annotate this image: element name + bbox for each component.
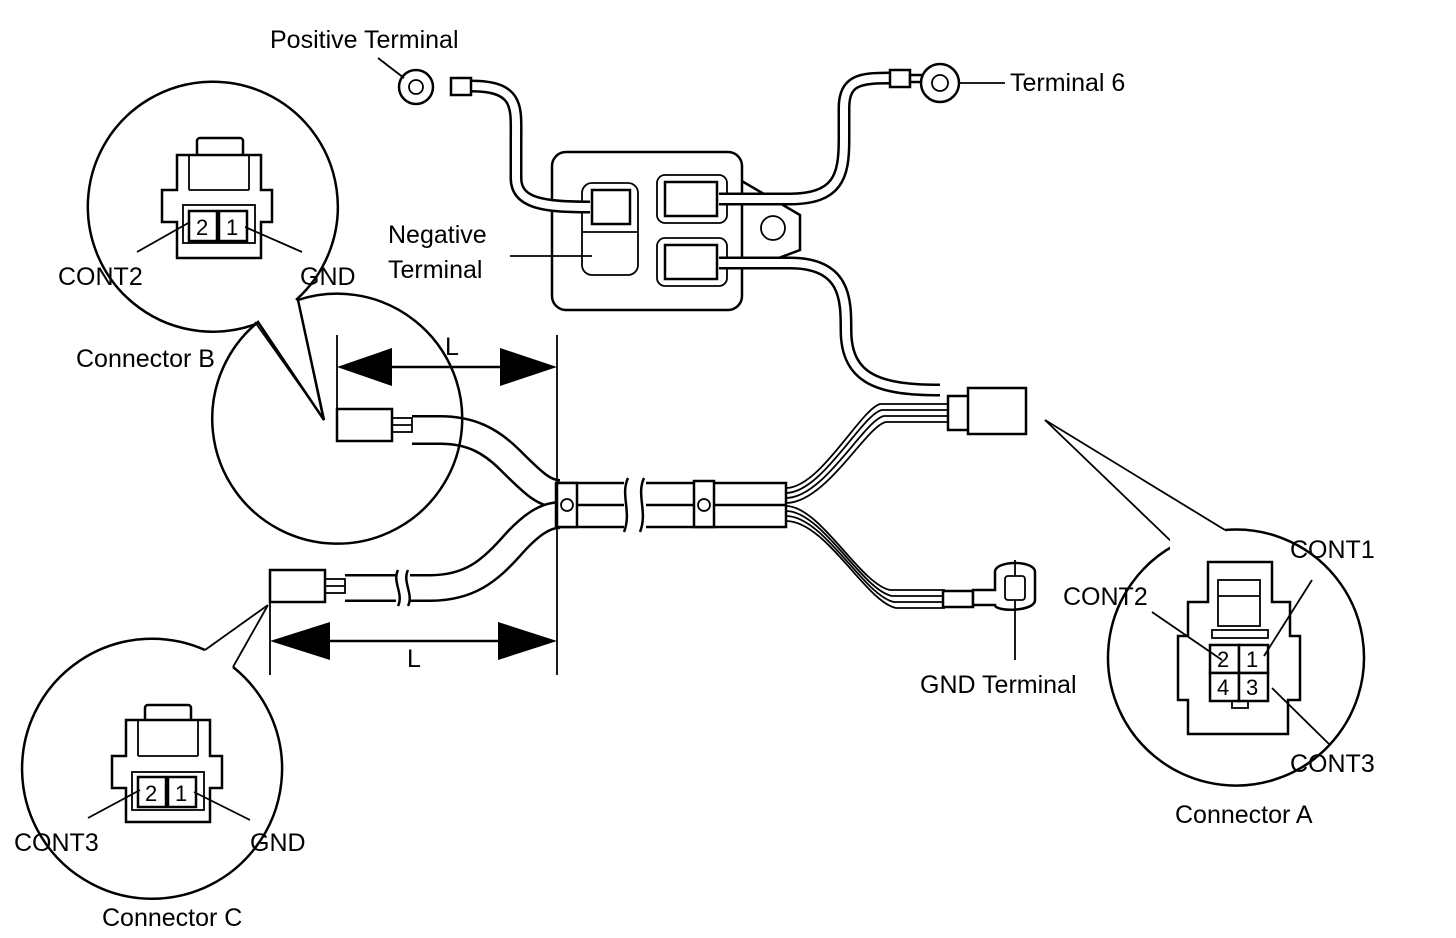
harness-trunk <box>345 415 788 607</box>
connector-c-callout <box>20 604 284 900</box>
connector-c-name: Connector C <box>102 904 242 932</box>
connector-b-gnd-label: GND <box>300 263 356 291</box>
connector-a-pin-1: 1 <box>1246 647 1258 672</box>
connector-a-pin-2: 2 <box>1217 647 1229 672</box>
connector-b-pin-1: 1 <box>226 215 238 240</box>
connector-c-pin-2: 2 <box>145 781 157 806</box>
connector-c-cont3-label: CONT3 <box>14 829 99 857</box>
negative-terminal-label-line2: Terminal <box>388 256 482 284</box>
main-wire <box>719 256 941 397</box>
connector-c-gnd-label: GND <box>250 829 306 857</box>
connector-a-cont3-label: CONT3 <box>1290 750 1375 778</box>
dimension-top <box>336 335 558 675</box>
fanout-wires-lower <box>785 505 945 609</box>
connector-c-pin-1: 1 <box>175 781 187 806</box>
fanout-wires-upper <box>785 403 950 504</box>
terminal-6-wire <box>719 62 961 206</box>
connector-a-pin-3: 3 <box>1246 675 1258 700</box>
negative-terminal-label-line1: Negative <box>388 221 487 249</box>
gnd-terminal-lug <box>941 560 1037 611</box>
connector-b-name: Connector B <box>76 345 215 373</box>
connector-b-cont2-label: CONT2 <box>58 263 143 291</box>
terminal-6-label: Terminal 6 <box>1010 69 1125 97</box>
gnd-terminal-label: GND Terminal <box>920 671 1077 699</box>
connector-a-pin-4: 4 <box>1217 675 1229 700</box>
connector-a-cont2-label: CONT2 <box>1063 583 1148 611</box>
connector-b-plug <box>335 407 413 443</box>
connector-a-plug <box>946 386 1028 436</box>
positive-terminal-label: Positive Terminal <box>270 26 459 54</box>
length-label-top: L <box>445 333 459 361</box>
connector-a-callout <box>1044 419 1366 787</box>
leader-lines <box>87 57 1331 821</box>
junction-box <box>550 150 802 312</box>
connector-b-callout <box>86 80 464 545</box>
connector-a-cont1-label: CONT1 <box>1290 536 1375 564</box>
connector-a-name: Connector A <box>1175 801 1313 829</box>
connector-b-pin-2: 2 <box>196 215 208 240</box>
connector-c-plug <box>268 568 346 604</box>
dimension-bottom <box>269 600 557 675</box>
length-label-bottom: L <box>407 645 421 673</box>
positive-wire <box>397 68 591 214</box>
